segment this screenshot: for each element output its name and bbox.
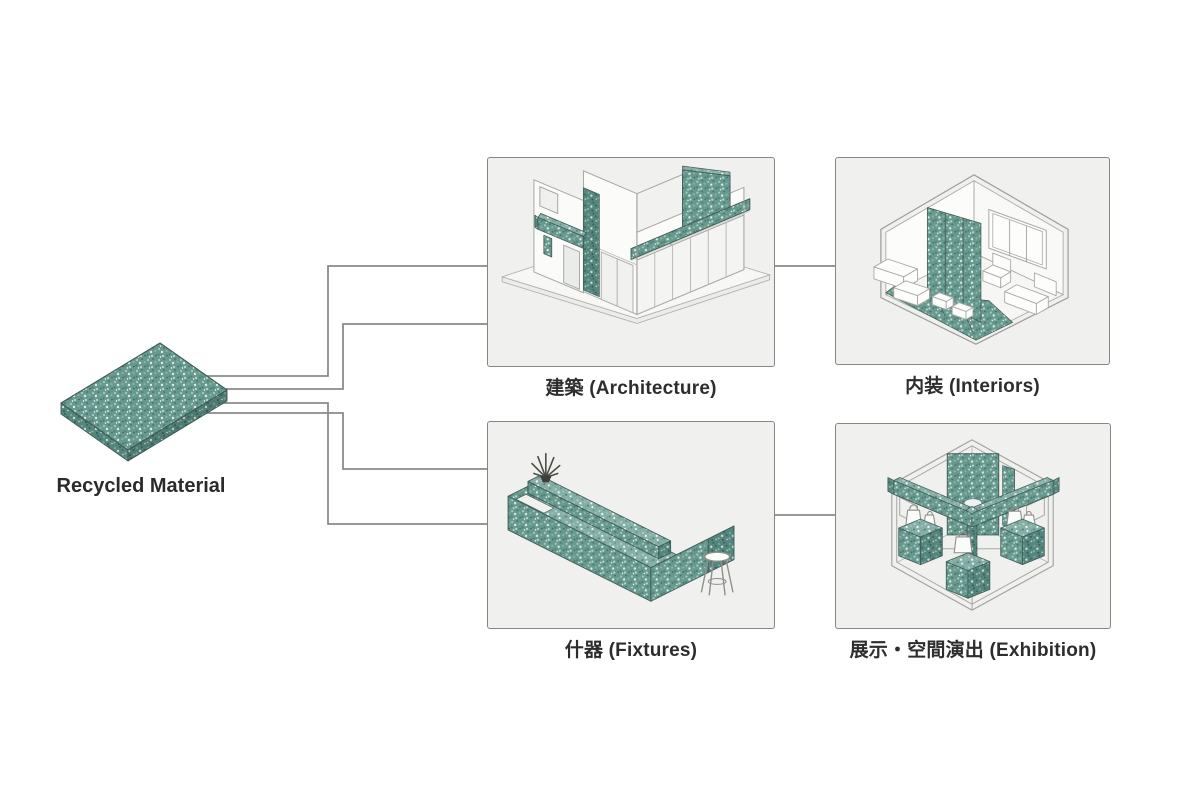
node-interiors: 内装 (Interiors) — [835, 157, 1110, 398]
fixtures-box — [487, 421, 775, 629]
recycled-material-illustration — [60, 342, 228, 462]
connector-material-architecture-2 — [218, 323, 487, 390]
node-architecture: 建築 (Architecture) — [487, 157, 775, 400]
connector-material-fixtures-1 — [200, 402, 487, 525]
node-fixtures: 什器 (Fixtures) — [487, 421, 775, 662]
slab-top — [60, 342, 228, 451]
interiors-box — [835, 157, 1110, 365]
plant — [531, 452, 561, 483]
exhibition-illustration — [887, 439, 1060, 611]
furniture-right — [982, 252, 1057, 315]
furniture-left — [873, 258, 974, 320]
room-frame — [880, 174, 1069, 345]
material-label: Recycled Material — [56, 475, 226, 497]
interiors-illustration — [873, 174, 1069, 345]
node-exhibition: 展示・空間演出 (Exhibition) — [835, 423, 1111, 662]
exhibition-label: 展示・空間演出 (Exhibition) — [849, 640, 1097, 661]
architecture-label: 建築 (Architecture) — [545, 378, 717, 399]
connector-material-fixtures-2 — [185, 412, 487, 470]
teal-pilaster-and-awning — [534, 187, 600, 298]
window — [988, 208, 1047, 270]
architecture-illustration — [500, 165, 772, 324]
fixtures-illustration — [507, 452, 735, 602]
connector-material-architecture-1 — [205, 265, 487, 377]
display-plinths — [898, 504, 1045, 599]
stool — [700, 551, 734, 596]
teal-counter — [507, 475, 735, 602]
teal-canopy — [630, 198, 751, 262]
bag-front — [953, 531, 973, 554]
interiors-label: 内装 (Interiors) — [905, 376, 1040, 397]
exhibition-box — [835, 423, 1111, 629]
architecture-box — [487, 157, 775, 367]
teal-beams — [887, 477, 1060, 528]
node-recycled-material: Recycled Material — [36, 336, 246, 498]
fixtures-label: 什器 (Fixtures) — [564, 640, 698, 661]
